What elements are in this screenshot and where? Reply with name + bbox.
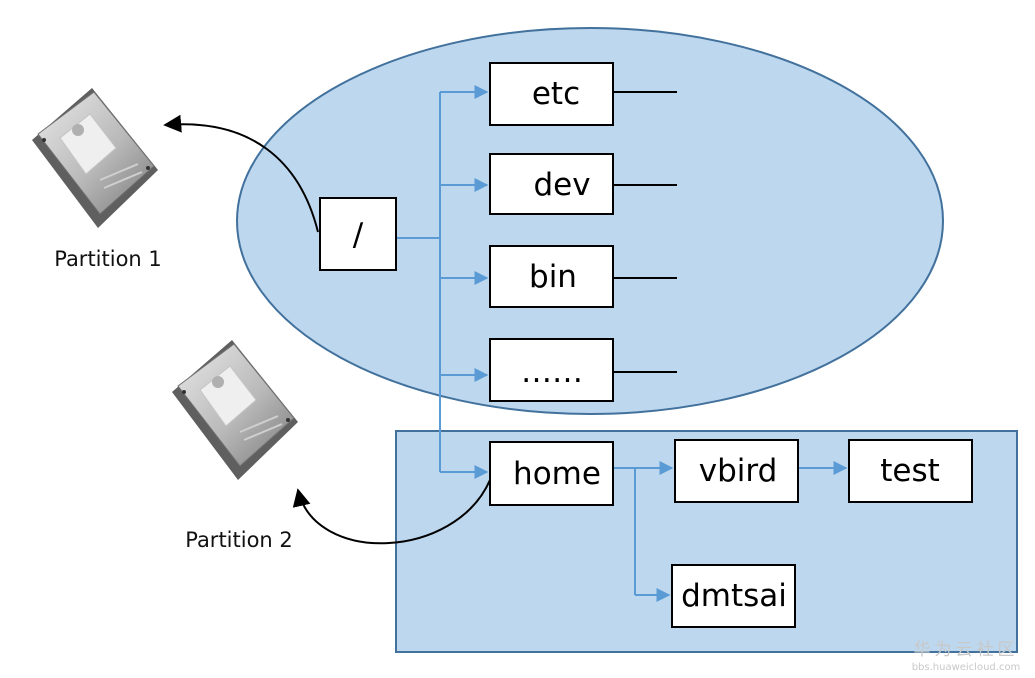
dir-node-root: / [319, 197, 397, 271]
dir-node-dmtsai: dmtsai [671, 564, 796, 628]
dir-label-bin: bin [529, 259, 577, 295]
partition-1-label: Partition 1 [54, 247, 162, 271]
hard-disk-icon [32, 88, 158, 228]
dir-label-dmtsai: dmtsai [681, 578, 787, 614]
dir-node-vbird: vbird [674, 439, 799, 503]
dir-label-dev: dev [533, 167, 590, 203]
dir-label-vbird: vbird [699, 453, 778, 489]
dir-label-ellipsis: …… [521, 354, 583, 390]
dir-label-home: home [513, 456, 601, 492]
mount-arrow-partition-2 [292, 479, 491, 545]
watermark-site-name: 华为云社区 [914, 640, 1019, 660]
hard-disk-icon [172, 340, 298, 480]
dir-node-etc: etc [489, 62, 614, 126]
watermark-url: bbs.huaweicloud.com [912, 662, 1021, 673]
dir-node-dev: dev [489, 153, 614, 215]
dir-node-bin: bin [489, 245, 614, 308]
dir-label-test: test [880, 453, 940, 489]
partition-2-label: Partition 2 [185, 528, 293, 552]
dir-node-ellipsis: …… [489, 338, 614, 402]
subtree-stubs [613, 91, 677, 373]
partition-1-region [236, 27, 944, 415]
dir-node-test: test [848, 439, 973, 503]
dir-label-etc: etc [532, 76, 580, 112]
dir-node-home: home [489, 441, 614, 506]
mount-arrow-partition-1 [163, 114, 319, 233]
dir-label-root: / [353, 217, 364, 253]
tree-connectors [396, 85, 848, 602]
